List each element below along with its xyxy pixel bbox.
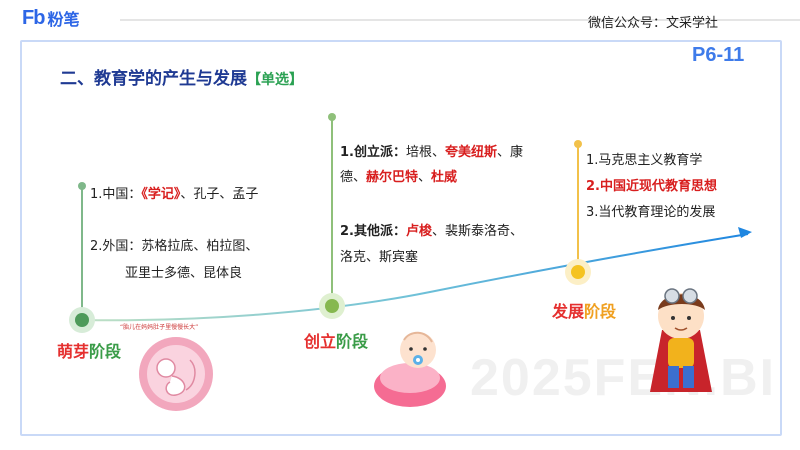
logo-text: 粉笔: [47, 10, 80, 29]
header-divider: [120, 19, 800, 21]
timeline-curve: [81, 233, 749, 322]
stage1-item-foreign-line1: 2.外国：苏格拉底、柏拉图、: [90, 239, 259, 254]
stage2-item2-line1: 2.其他派：卢梭、裴斯泰洛奇、: [340, 221, 523, 243]
stage1-item-china: 1.中国：《学记》、孔子、孟子: [90, 184, 258, 206]
stage2-item1-line1: 1.创立派：培根、夸美纽斯、康: [340, 142, 523, 164]
stage3-label-b: 阶段: [584, 302, 617, 321]
stage1-label: 萌芽阶段: [57, 338, 121, 362]
embryo-caption: “胎儿在妈妈肚子里慢慢长大”: [120, 324, 199, 331]
timeline-arrow-icon: [738, 227, 752, 238]
stage2-item1-h2: 赫尔巴特: [366, 170, 419, 185]
stage3-item3: 3.当代教育理论的发展: [586, 205, 716, 220]
logo-mark: Fb: [22, 6, 45, 29]
stage3-item1: 1.马克思主义教育学: [586, 153, 703, 168]
watermark: 2025FEN.BI: [470, 349, 777, 407]
stage1-item1-rest: 、孔子、孟子: [180, 187, 259, 202]
stage1-stem-dot: [78, 182, 86, 190]
baby-illustration: [374, 331, 446, 407]
superhero-illustration: [650, 288, 712, 392]
page-number: P6-11: [692, 44, 745, 66]
stage2-label-b: 阶段: [336, 332, 369, 351]
stage2-item1-label: 1.创立派：: [340, 145, 406, 160]
stage3-label: 发展阶段: [552, 298, 616, 322]
wechat-account: 微信公众号：文采学社: [588, 16, 719, 31]
stage2-item1-h1: 夸美纽斯: [445, 145, 498, 160]
stage2-item1-p1: 培根、: [405, 145, 445, 160]
title-tag: 【单选】: [247, 72, 303, 88]
page-title: 二、教育学的产生与发展【单选】: [60, 64, 303, 89]
stage2-label-a: 创立: [304, 332, 337, 351]
embryo-illustration: [139, 337, 213, 411]
stage1-item1-highlight: 《学记》: [141, 187, 181, 202]
stage3-label-a: 发展: [552, 302, 585, 321]
stage1-item1-prefix: 1.中国：: [90, 187, 142, 202]
stage2-stem-dot: [328, 113, 336, 121]
stage3-item2: 2.中国近现代教育思想: [586, 179, 717, 194]
stage2-item1-p3: 、: [418, 170, 432, 185]
content-frame: [20, 40, 782, 436]
title-text: 二、教育学的产生与发展: [60, 69, 247, 89]
stage2-item1-line2-pre: 德、: [340, 170, 367, 185]
stage2-label: 创立阶段: [304, 328, 368, 352]
stage2-item2-label: 2.其他派：: [340, 224, 406, 239]
stage2-item1-p2: 、康: [497, 145, 524, 160]
logo: Fb 粉笔: [22, 6, 80, 30]
stage1-label-b: 阶段: [89, 342, 122, 361]
stage2-item2-p1: 、裴斯泰洛奇、: [432, 224, 524, 239]
stage3-stem-dot: [574, 140, 582, 148]
stage2-item2-line2: 洛克、斯宾塞: [340, 250, 419, 265]
stage2-item1-h3: 杜威: [431, 170, 458, 185]
stage2-item2-h1: 卢梭: [405, 224, 432, 239]
stage1-label-a: 萌芽: [57, 342, 90, 361]
stage1-item-foreign-line2: 亚里士多德、昆体良: [125, 266, 243, 281]
stage2-item1-line2: 德、赫尔巴特、杜威: [340, 167, 457, 189]
